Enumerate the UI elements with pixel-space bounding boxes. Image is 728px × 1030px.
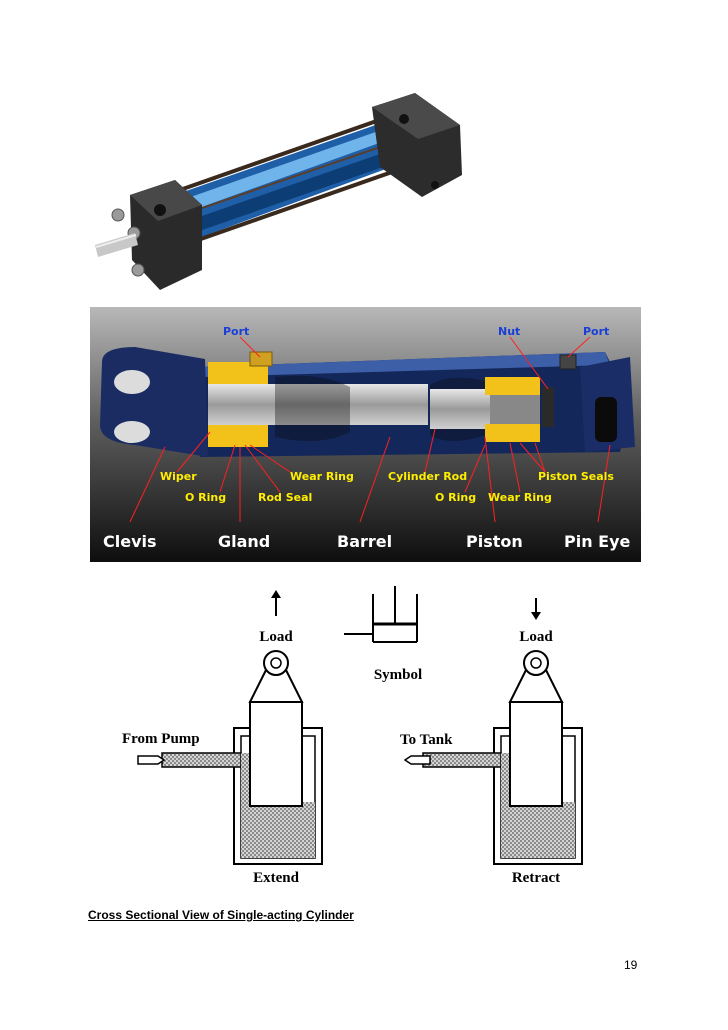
label-port-right: Port [583, 325, 609, 338]
label-load-left: Load [259, 629, 293, 645]
label-cylinder-rod: Cylinder Rod [388, 470, 467, 483]
cylinder-symbol: Symbol [344, 586, 422, 683]
label-retract: Retract [512, 870, 560, 886]
label-wear-ring-right: Wear Ring [488, 491, 552, 504]
label-extend: Extend [253, 870, 300, 886]
extend-cylinder: Load From Pump Extend [122, 590, 323, 886]
label-port-left: Port [223, 325, 249, 338]
label-load-right: Load [519, 629, 553, 645]
label-wear-ring-left: Wear Ring [290, 470, 354, 483]
label-rod-seal: Rod Seal [258, 491, 312, 504]
label-o-ring-right: O Ring [435, 491, 476, 504]
single-acting-diagram: Load From Pump Extend Symbol Load [122, 586, 583, 886]
label-pin-eye: Pin Eye [564, 532, 631, 551]
retract-cylinder: Load To Tank Retract [400, 598, 583, 886]
figure-caption: Cross Sectional View of Single-acting Cy… [88, 908, 354, 922]
label-to-tank: To Tank [400, 732, 453, 748]
label-piston: Piston [466, 532, 523, 551]
label-gland: Gland [218, 532, 270, 551]
label-from-pump: From Pump [122, 731, 200, 747]
label-piston-seals: Piston Seals [538, 470, 614, 483]
label-symbol: Symbol [374, 667, 422, 683]
label-nut: Nut [498, 325, 520, 338]
label-clevis: Clevis [103, 532, 157, 551]
label-wiper: Wiper [160, 470, 197, 483]
page-number: 19 [624, 958, 638, 972]
label-barrel: Barrel [337, 532, 392, 551]
label-o-ring-left: O Ring [185, 491, 226, 504]
cylinder-photo [95, 93, 462, 290]
cutaway-diagram: Port Nut Port Wiper O Ring Rod Seal Wear… [90, 307, 641, 562]
